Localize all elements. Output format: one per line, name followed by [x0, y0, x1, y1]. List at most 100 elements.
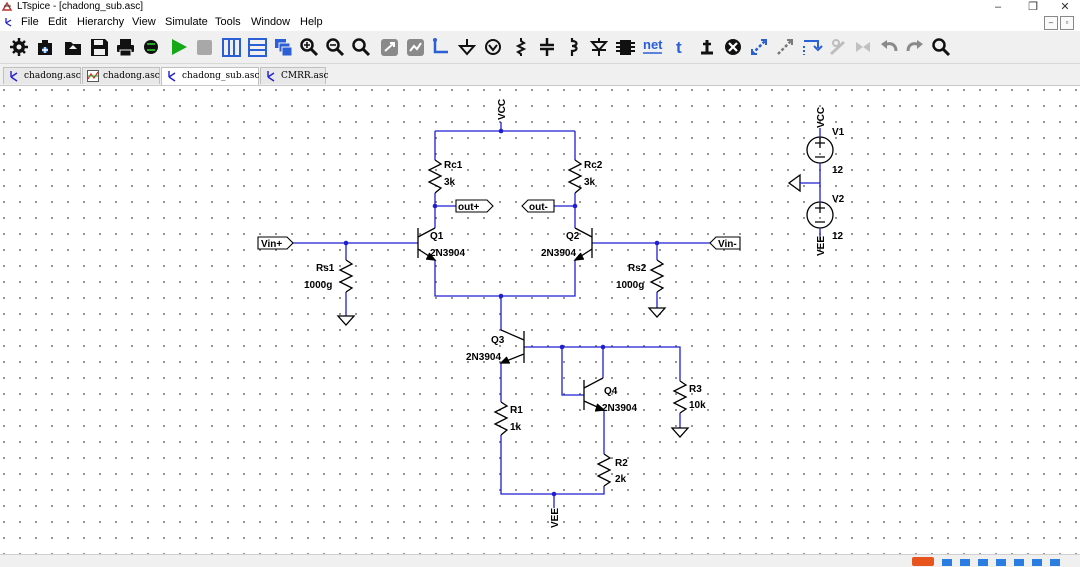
- q1-name: Q1: [430, 231, 444, 242]
- rs1-value: 1000g: [304, 280, 332, 291]
- waveform-icon: [87, 70, 99, 82]
- toolbar-icons: net t: [10, 37, 951, 57]
- rc1-name: Rc1: [444, 160, 463, 171]
- svg-text:net: net: [643, 37, 663, 52]
- menu-window[interactable]: Window: [251, 16, 291, 28]
- ground-icon[interactable]: [457, 39, 477, 56]
- zoom-back-icon[interactable]: [381, 39, 398, 56]
- tab-chadong-sub[interactable]: chadong_sub.asc: [161, 67, 260, 85]
- vin-minus-label: Vin-: [718, 239, 737, 250]
- autoscale-icon[interactable]: [407, 39, 424, 56]
- r1-name: R1: [510, 405, 523, 416]
- close-button[interactable]: ✕: [1060, 1, 1070, 13]
- control-panel-icon[interactable]: [144, 40, 158, 54]
- menu-help[interactable]: Help: [300, 16, 323, 28]
- schematic-canvas[interactable]: VCC Rc1 3k Rc2 3k out+ out- Vin+ Vin- Q1…: [0, 86, 1080, 554]
- menu-tools[interactable]: Tools: [215, 16, 241, 28]
- tab-label: chadong_sub.asc: [182, 71, 260, 81]
- r1-value: 1k: [510, 422, 522, 433]
- drag-icon[interactable]: [777, 39, 793, 55]
- move-icon[interactable]: [751, 39, 767, 55]
- wire-icon[interactable]: [433, 38, 448, 54]
- rotate-icon[interactable]: [803, 40, 823, 55]
- redo-arrow-icon[interactable]: [906, 40, 923, 52]
- net-label-icon[interactable]: net: [643, 37, 663, 54]
- rc2-value: 3k: [584, 177, 596, 188]
- run-icon[interactable]: [172, 39, 187, 55]
- minimize-button[interactable]: –: [994, 1, 1002, 13]
- q3-transistor: [500, 329, 525, 364]
- menu-edit[interactable]: Edit: [48, 16, 67, 28]
- undo-icon[interactable]: [856, 42, 870, 52]
- cascade-icon[interactable]: [275, 39, 293, 57]
- r2-value: 2k: [615, 474, 627, 485]
- menu-view[interactable]: View: [132, 16, 156, 28]
- zoom-out-icon[interactable]: [326, 38, 345, 57]
- halt-icon[interactable]: [197, 40, 212, 55]
- components: [336, 136, 834, 487]
- zoom-fit-icon[interactable]: [352, 38, 371, 57]
- tile-vertical-icon[interactable]: [222, 38, 241, 57]
- schematic-text: VCC Rc1 3k Rc2 3k out+ out- Vin+ Vin- Q1…: [261, 99, 845, 528]
- schematic-drawing: VCC Rc1 3k Rc2 3k out+ out- Vin+ Vin- Q1…: [257, 99, 845, 528]
- restore-button[interactable]: ❐: [1028, 1, 1038, 13]
- mdi-minimize-button[interactable]: –: [1044, 16, 1058, 30]
- menu-hierarchy[interactable]: Hierarchy: [77, 16, 125, 28]
- save-icon[interactable]: [91, 39, 108, 56]
- tab-label: CMRR.asc: [281, 71, 329, 81]
- menu-file[interactable]: File: [21, 16, 39, 28]
- r2-name: R2: [615, 458, 628, 469]
- tile-horizontal-icon[interactable]: [248, 38, 267, 57]
- v1-name: V1: [832, 127, 845, 138]
- diode-icon[interactable]: [589, 38, 609, 56]
- spice-directive-icon[interactable]: [701, 40, 713, 55]
- out-plus-label: out+: [458, 202, 480, 213]
- print-icon[interactable]: [117, 39, 134, 57]
- capacitor-icon[interactable]: [540, 38, 554, 56]
- schematic-icon: [267, 71, 275, 82]
- toolbar: net t: [0, 32, 1080, 64]
- zoom-in-icon[interactable]: [300, 38, 319, 57]
- delete-icon[interactable]: [725, 39, 741, 55]
- vin-plus-flag: [257, 236, 294, 250]
- junction-dots: [343, 128, 660, 497]
- r3-value: 10k: [689, 400, 706, 411]
- svg-text:t: t: [676, 38, 682, 57]
- menu-simulate[interactable]: Simulate: [165, 16, 208, 28]
- r3-resistor: [672, 380, 688, 414]
- redo-icon[interactable]: [881, 40, 898, 52]
- vin-plus-label: Vin+: [261, 239, 282, 250]
- ground-rs2: [647, 307, 667, 318]
- vcc-net-label: VCC: [497, 99, 508, 120]
- schematic-doc-icon: [5, 18, 12, 27]
- inductor-icon[interactable]: [570, 38, 578, 56]
- resistor-icon[interactable]: [515, 38, 527, 56]
- settings-icon[interactable]: [10, 38, 28, 56]
- r1-resistor: [493, 401, 509, 436]
- open-icon[interactable]: [38, 40, 52, 55]
- menu-bar: File Edit Hierarchy View Simulate Tools …: [0, 15, 1080, 31]
- tab-label: chadong.asc: [24, 71, 81, 81]
- wires: [293, 122, 710, 508]
- open-folder-icon[interactable]: [65, 42, 81, 55]
- mirror-icon[interactable]: [830, 39, 845, 55]
- r2-resistor: [596, 453, 612, 487]
- find-icon[interactable]: [932, 38, 951, 57]
- out-minus-flag: [521, 199, 555, 213]
- text-icon[interactable]: t: [676, 38, 682, 57]
- v1-net-label: VCC: [816, 107, 827, 128]
- out-minus-label: out-: [529, 202, 548, 213]
- vin-minus-flag: [709, 236, 741, 250]
- tab-chadong-schematic[interactable]: chadong.asc: [3, 67, 81, 84]
- label-icon[interactable]: [485, 39, 501, 55]
- status-bar: [0, 554, 1080, 567]
- out-plus-flag: [455, 199, 494, 213]
- component-icon[interactable]: [616, 40, 635, 55]
- tab-chadong-waveform[interactable]: chadong.asc: [82, 67, 160, 84]
- mdi-restore-button[interactable]: ▫: [1060, 16, 1074, 30]
- rc2-resistor: [567, 159, 583, 194]
- tab-cmrr[interactable]: CMRR.asc: [260, 67, 329, 84]
- q3-name: Q3: [491, 335, 505, 346]
- v2-net-label: VEE: [816, 236, 827, 256]
- q3-model: 2N3904: [466, 352, 501, 363]
